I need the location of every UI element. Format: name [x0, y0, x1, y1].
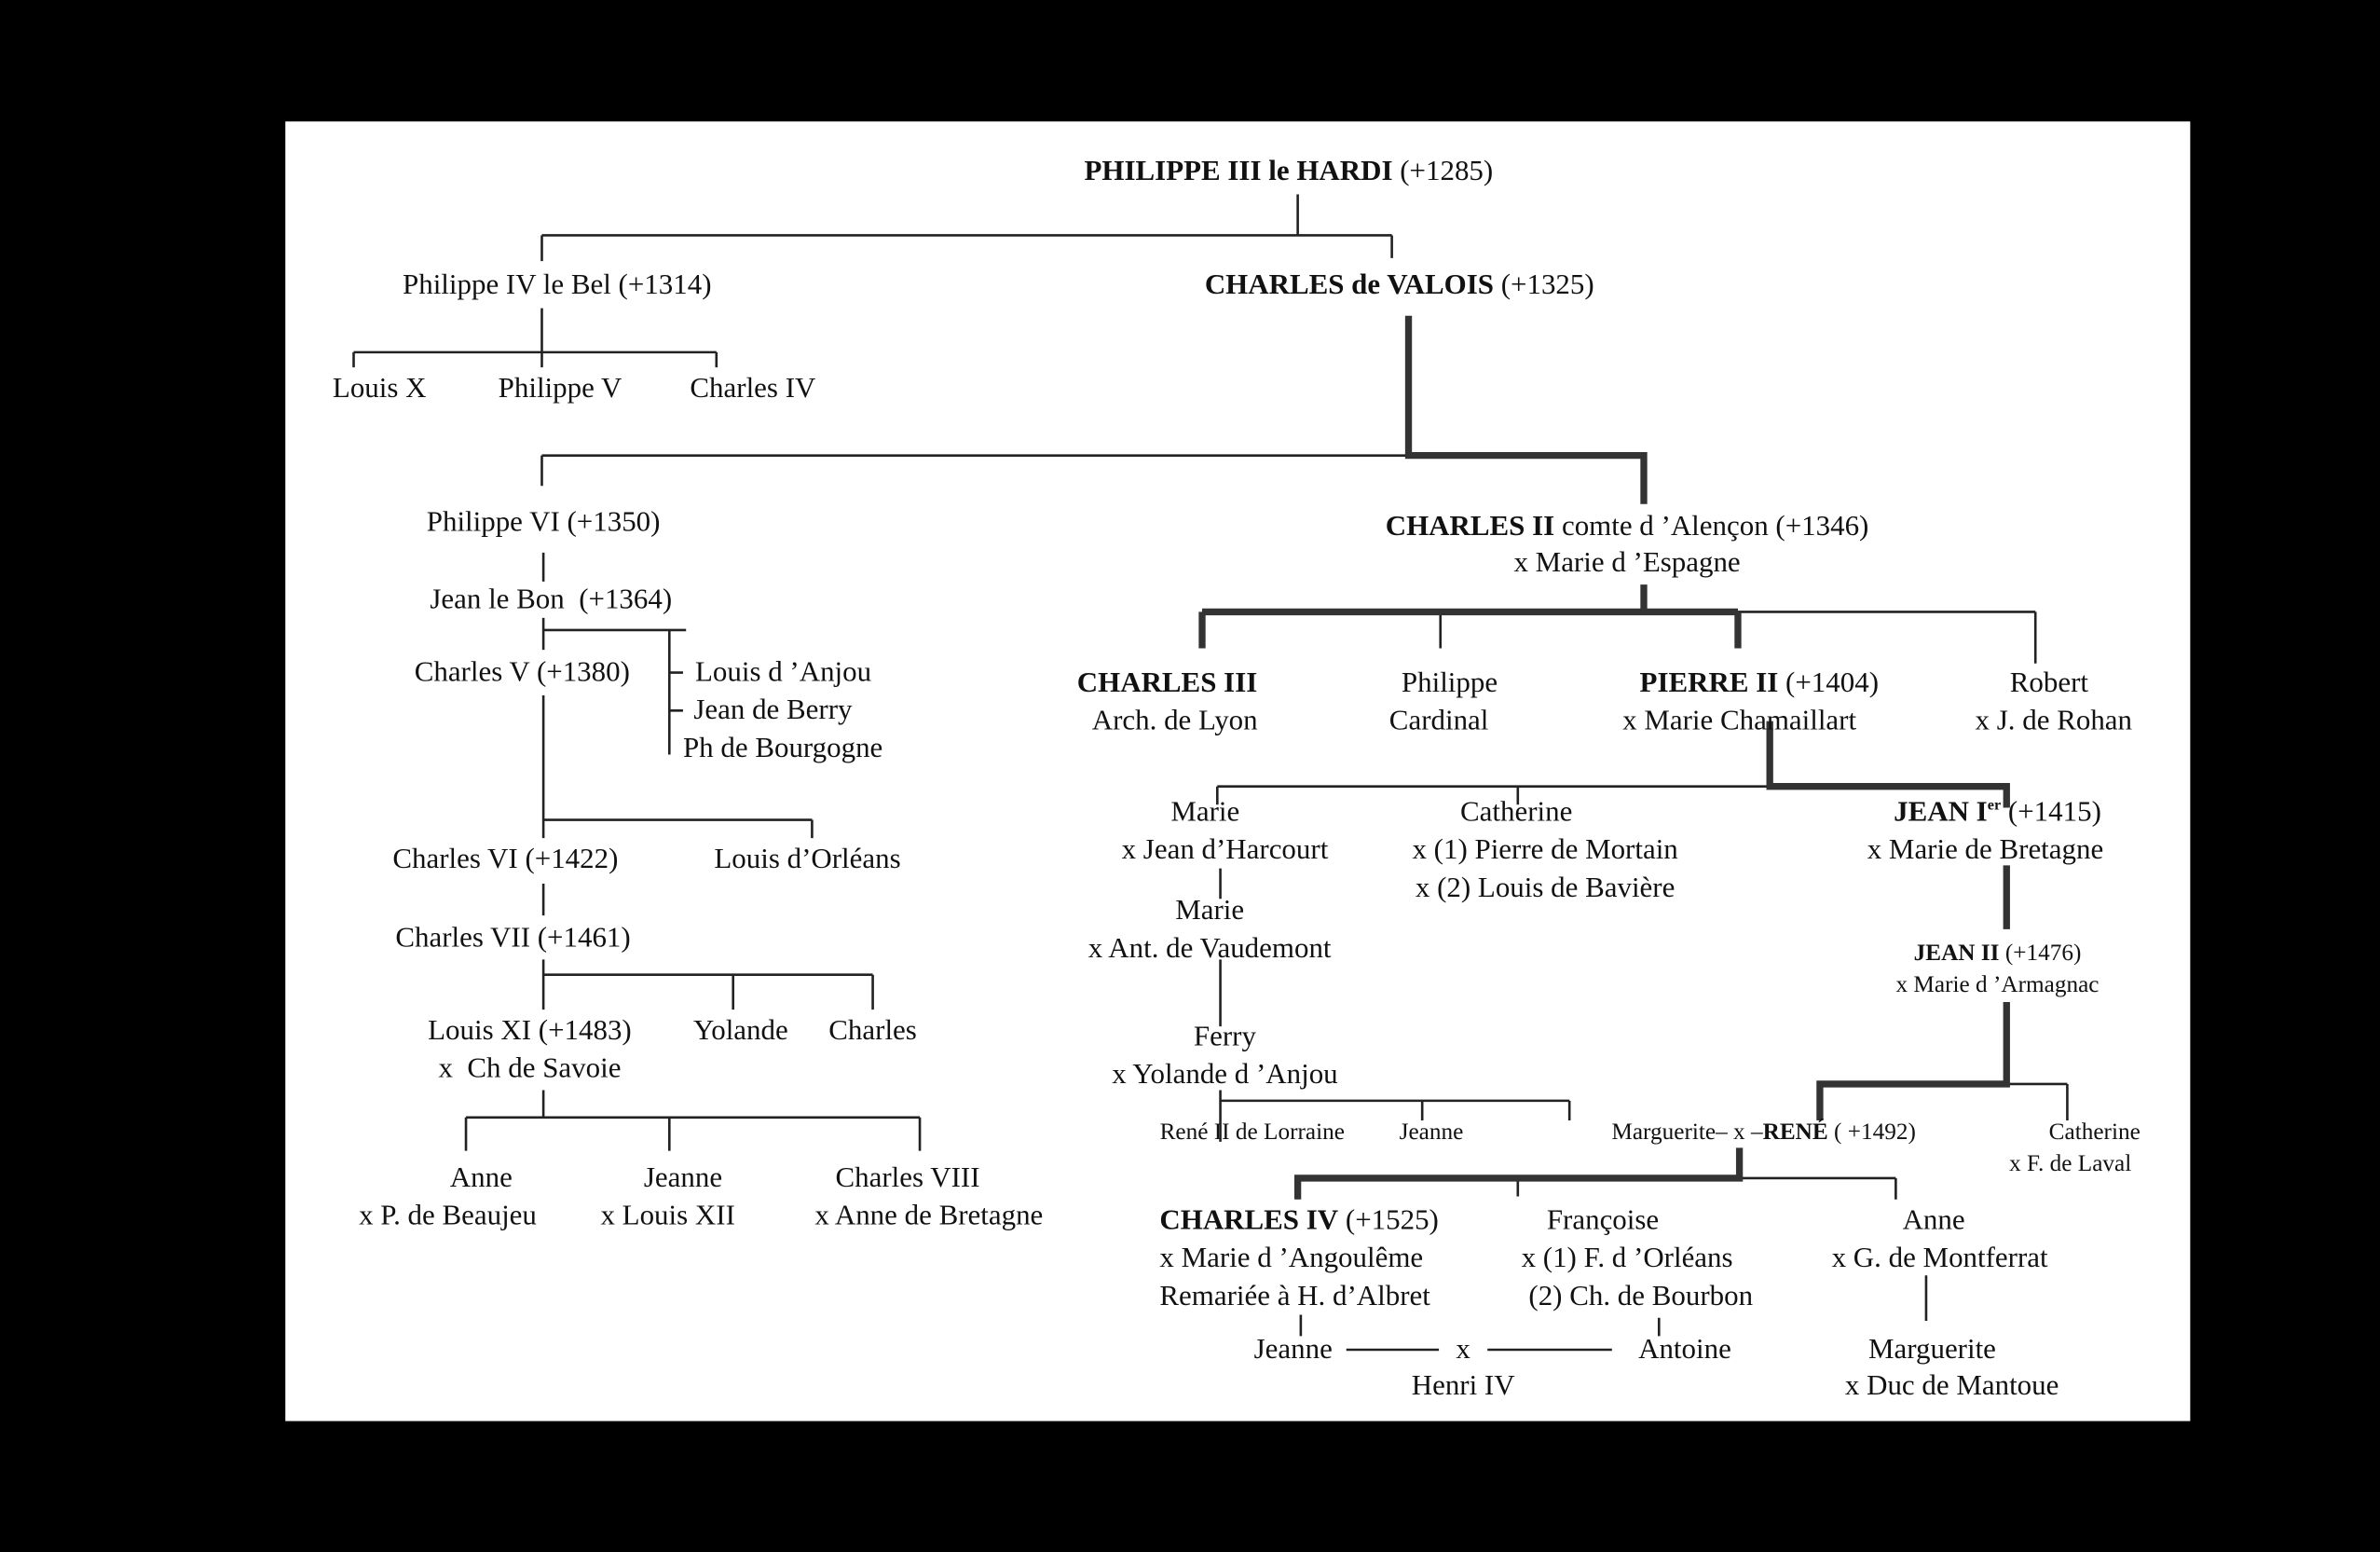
node-dates: (+1325) — [1500, 269, 1594, 302]
node-catherine-spouse-2: x (2) Louis de Bavière — [1415, 872, 1676, 904]
node-ordinal: er — [1987, 797, 2002, 815]
node-ferry: Ferry — [1193, 1021, 1256, 1053]
node-jeanne-albret: Jeanne — [1253, 1333, 1333, 1367]
node-jean-i: JEAN Ier (+1415) — [1894, 798, 2101, 827]
node-catherine-laval-spouse: x F. de Laval — [2009, 1151, 2132, 1177]
node-louis-orleans: Louis d’Orléans — [714, 843, 901, 876]
node-catherine: Catherine — [1460, 796, 1573, 829]
node-charles-iii: CHARLES III — [1077, 668, 1257, 697]
node-dates: (+1525) — [1345, 1204, 1439, 1237]
node-marguerite-mantoue: Marguerite — [1868, 1333, 1996, 1367]
node-francoise: Françoise — [1546, 1204, 1660, 1237]
node-rene: RENÉ — [1762, 1119, 1828, 1146]
node-robert-spouse: x J. de Rohan — [1975, 705, 2133, 737]
node-jean-ii: JEAN II (+1476) — [1914, 941, 2082, 965]
node-dates: (+1285) — [1400, 155, 1494, 188]
node-jeanne: Jeanne — [643, 1161, 723, 1195]
node-marguerite-rene: Marguerite– x –RENÉ ( +1492) — [1611, 1120, 1916, 1144]
node-philippe-vi: Philippe VI (+1350) — [426, 506, 661, 539]
node-dates: ( +1492) — [1827, 1119, 1916, 1146]
node-name: CHARLES II — [1385, 511, 1555, 543]
node-charles-iv-remarried: Remariée à H. d’Albret — [1159, 1280, 1430, 1313]
marriage-x: x — [1456, 1333, 1470, 1367]
node-charles-viii-spouse: x Anne de Bretagne — [814, 1200, 1044, 1232]
node-yolande: Yolande — [692, 1014, 788, 1048]
node-philippe-cardinal-detail: Cardinal — [1388, 705, 1489, 737]
node-louis-anjou: Louis d ’Anjou — [694, 656, 872, 689]
node-charles-viii: Charles VIII — [835, 1161, 980, 1195]
thick-lines — [1198, 315, 2010, 1200]
node-jean-le-bon: Jean le Bon (+1364) — [430, 584, 673, 616]
node-name: JEAN I — [1894, 796, 1988, 829]
node-name: CHARLES IV — [1159, 1204, 1339, 1237]
node-jeanne-spouse: x Louis XII — [600, 1200, 735, 1232]
node-ph-de-bourgogne: Ph de Bourgogne — [682, 732, 883, 765]
node-catherine-spouse-1: x (1) Pierre de Mortain — [1412, 834, 1678, 867]
node-ferry-spouse: x Yolande d ’Anjou — [1112, 1059, 1338, 1092]
node-charles-de-valois: CHARLES de VALOIS (+1325) — [1205, 271, 1594, 300]
node-marie-2-spouse: x Ant. de Vaudemont — [1087, 932, 1332, 966]
node-charles-vii: Charles VII (+1461) — [395, 922, 631, 955]
thin-lines — [352, 194, 2069, 1352]
node-name: PHILIPPE III le HARDI — [1084, 155, 1393, 188]
node-pierre-ii: PIERRE II (+1404) — [1640, 668, 1879, 697]
node-charles-iii-detail: Arch. de Lyon — [1091, 705, 1258, 737]
node-catherine-laval: Catherine — [2048, 1119, 2141, 1146]
node-jean-ii-spouse: x Marie d ’Armagnac — [1895, 971, 2100, 998]
node-philippe-iv: Philippe IV le Bel (+1314) — [403, 269, 712, 302]
node-charles-iv-france: Charles IV — [690, 372, 816, 405]
node-pierre-ii-spouse: x Marie Chamaillart — [1622, 705, 1857, 737]
node-anne-montferrat-spouse: x G. de Montferrat — [1831, 1243, 2048, 1275]
node-louis-x: Louis X — [332, 372, 427, 405]
node-louis-xi-spouse: x Ch de Savoie — [438, 1052, 622, 1085]
node-philippe-iii: PHILIPPE III le HARDI (+1285) — [1084, 158, 1493, 186]
node-marie-spouse: x Jean d’Harcourt — [1121, 834, 1329, 867]
node-henri-iv: Henri IV — [1411, 1369, 1515, 1403]
node-louis-xi: Louis XI (+1483) — [428, 1014, 632, 1048]
node-anne-montferrat: Anne — [1902, 1204, 1965, 1237]
node-name: CHARLES de VALOIS — [1204, 269, 1494, 302]
node-anne: Anne — [449, 1161, 513, 1195]
node-antoine: Antoine — [1638, 1333, 1731, 1367]
node-charles-ii: CHARLES II comte d ’Alençon (+1346) — [1386, 513, 1869, 542]
node-francoise-spouse-1: x (1) F. d ’Orléans — [1521, 1243, 1733, 1275]
node-francoise-spouse-2: (2) Ch. de Bourbon — [1528, 1280, 1754, 1313]
node-charles-iv-spouse: x Marie d ’Angoulême — [1159, 1243, 1424, 1275]
node-charles-ii-spouse: x Marie d ’Espagne — [1513, 547, 1741, 580]
node-charles: Charles — [828, 1014, 917, 1048]
node-marguerite-mantoue-spouse: x Duc de Mantoue — [1844, 1369, 2059, 1403]
node-title: comte d ’Alençon (+1346) — [1561, 511, 1869, 543]
node-charles-vi: Charles VI (+1422) — [392, 843, 619, 876]
node-anne-spouse: x P. de Beaujeu — [359, 1200, 537, 1232]
node-name: CHARLES III — [1076, 666, 1258, 700]
node-robert: Robert — [2009, 666, 2088, 700]
node-philippe-cardinal: Philippe — [1401, 666, 1498, 700]
node-name: Marguerite– x – — [1611, 1119, 1763, 1146]
node-marie-2: Marie — [1175, 895, 1245, 927]
node-rene-ii: René II de Lorraine — [1159, 1119, 1345, 1146]
node-dates: (+1404) — [1785, 666, 1880, 700]
node-jeanne-lorraine: Jeanne — [1399, 1119, 1464, 1146]
paper-sheet — [285, 121, 2191, 1422]
node-marie: Marie — [1170, 796, 1240, 829]
node-philippe-v: Philippe V — [498, 372, 622, 405]
node-name: JEAN II — [1913, 940, 2000, 967]
node-jean-de-berry: Jean de Berry — [693, 694, 853, 727]
node-charles-iv-alencon: CHARLES IV (+1525) — [1159, 1206, 1438, 1235]
node-jean-i-spouse: x Marie de Bretagne — [1867, 834, 2104, 867]
node-dates: (+1476) — [1999, 940, 2082, 967]
node-dates: (+1415) — [2007, 796, 2101, 829]
node-name: PIERRE II — [1639, 666, 1779, 700]
node-charles-v: Charles V (+1380) — [414, 656, 630, 689]
